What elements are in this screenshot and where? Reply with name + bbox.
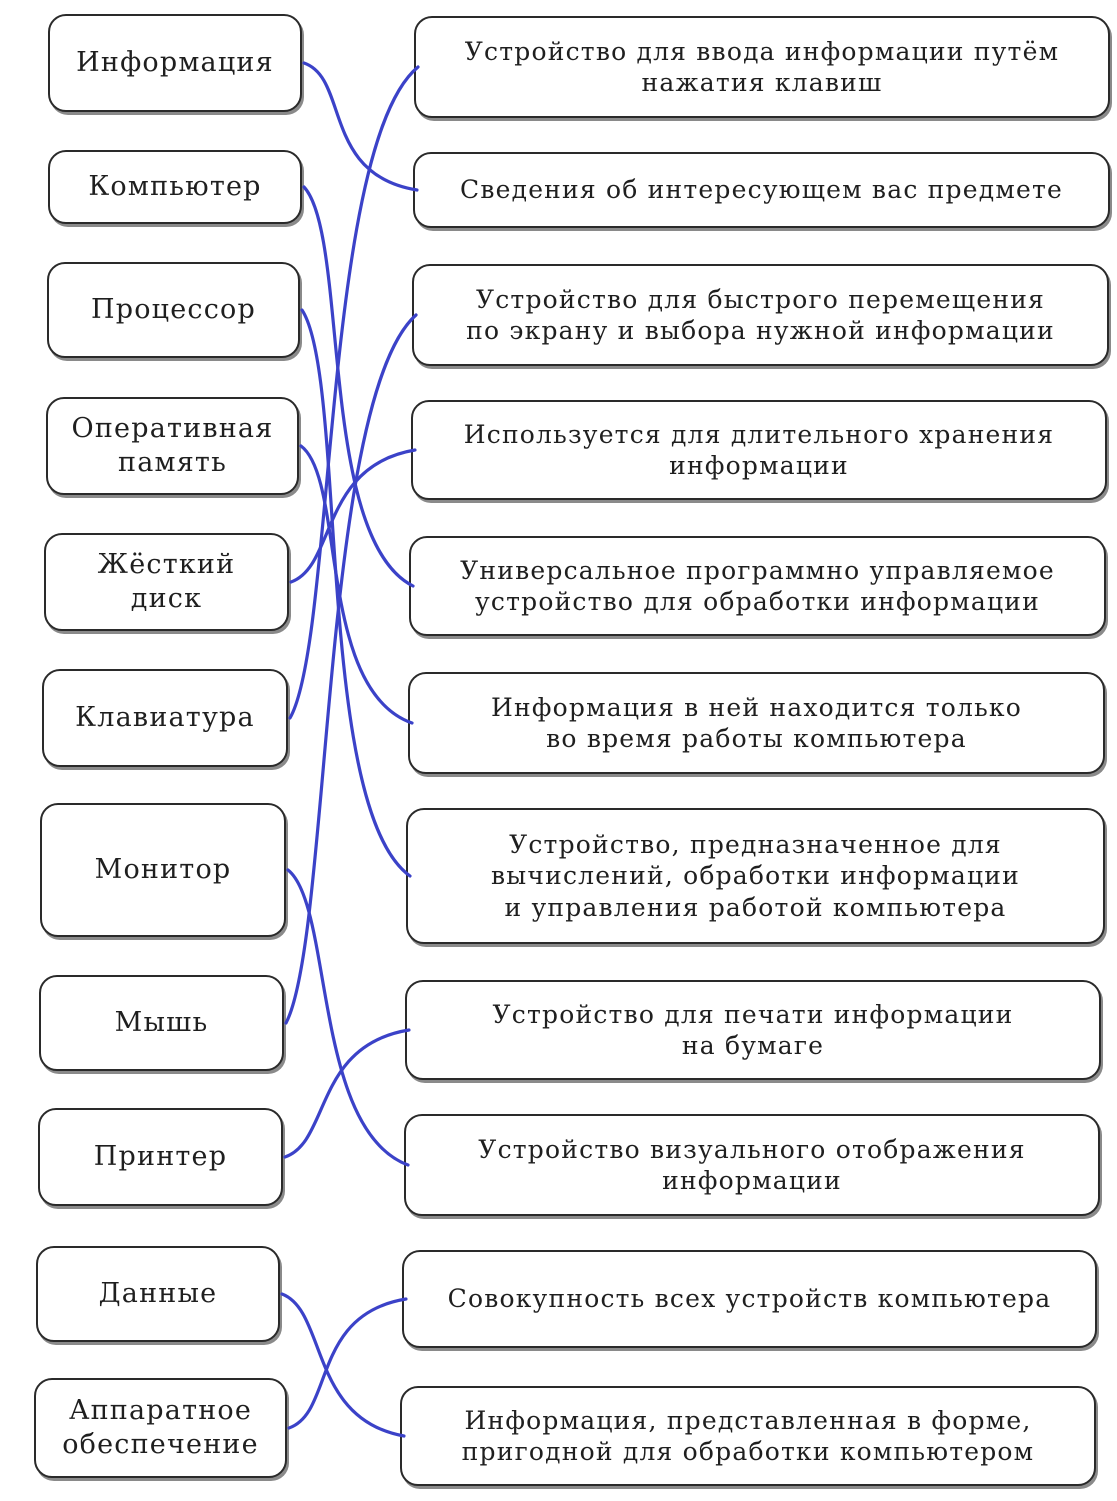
term-box-mouse: Мышь [39, 975, 284, 1071]
definition-text: Устройство для быстрого перемещения по э… [466, 284, 1055, 345]
term-label: Жёсткий диск [97, 549, 236, 614]
term-box-printer: Принтер [38, 1108, 283, 1206]
term-label: Данные [98, 1278, 218, 1310]
term-box-keyboard: Клавиатура [42, 669, 288, 767]
definition-box-hard-disk: Используется для длительного хранения ин… [411, 400, 1107, 500]
match-line-keyboard [288, 65, 420, 720]
match-line-hardware [287, 1297, 408, 1430]
term-box-ram: Оперативная память [46, 397, 299, 495]
term-label: Монитор [94, 854, 232, 886]
definition-box-monitor: Устройство визуального отображения инфор… [404, 1114, 1100, 1216]
definition-text: Устройство, предназначенное для вычислен… [490, 830, 1020, 922]
match-line-data [280, 1292, 406, 1438]
term-box-data: Данные [36, 1246, 280, 1342]
term-box-processor: Процессор [47, 262, 300, 358]
definition-text: Сведения об интересующем вас предмете [460, 175, 1063, 205]
term-box-computer: Компьютер [48, 150, 302, 224]
definition-text: Устройство визуального отображения инфор… [478, 1134, 1026, 1195]
definition-box-information: Сведения об интересующем вас предмете [413, 152, 1110, 228]
term-box-information: Информация [48, 14, 302, 112]
definition-box-data: Информация, представленная в форме, приг… [400, 1386, 1096, 1486]
definition-text: Используется для длительного хранения ин… [463, 419, 1055, 480]
definition-text: Информация, представленная в форме, приг… [461, 1405, 1035, 1466]
term-box-hard-disk: Жёсткий диск [44, 533, 289, 631]
definition-text: Устройство для печати информации на бума… [492, 999, 1014, 1060]
definition-box-processor: Устройство, предназначенное для вычислен… [406, 808, 1105, 944]
definition-box-hardware: Совокупность всех устройств компьютера [402, 1250, 1097, 1348]
definition-box-keyboard: Устройство для ввода информации путём на… [414, 16, 1110, 118]
definition-box-ram: Информация в ней находится только во вре… [408, 672, 1105, 774]
definition-text: Информация в ней находится только во вре… [491, 692, 1022, 753]
term-box-monitor: Монитор [40, 803, 286, 937]
match-line-computer [302, 185, 415, 588]
term-label: Информация [76, 47, 274, 79]
term-label: Оперативная память [71, 413, 274, 478]
definition-text: Универсальное программно управляемое уст… [460, 555, 1055, 616]
match-line-hard-disk [289, 448, 417, 584]
term-label: Принтер [93, 1141, 228, 1173]
definition-box-mouse: Устройство для быстрого перемещения по э… [412, 264, 1109, 366]
definition-text: Устройство для ввода информации путём на… [464, 36, 1060, 97]
term-label: Компьютер [88, 171, 262, 203]
definition-box-printer: Устройство для печати информации на бума… [405, 980, 1101, 1080]
match-line-monitor [286, 868, 410, 1167]
term-label: Аппаратное обеспечение [62, 1395, 259, 1460]
definition-text: Совокупность всех устройств компьютера [447, 1284, 1052, 1314]
match-line-information [302, 61, 419, 192]
definition-box-computer: Универсальное программно управляемое уст… [409, 536, 1106, 636]
term-box-hardware: Аппаратное обеспечение [34, 1378, 287, 1478]
match-line-printer [283, 1028, 411, 1159]
match-line-ram [299, 444, 414, 725]
match-line-processor [300, 308, 412, 878]
term-label: Мышь [114, 1007, 209, 1039]
term-label: Процессор [90, 294, 256, 326]
term-label: Клавиатура [75, 702, 255, 734]
match-line-mouse [284, 313, 418, 1025]
